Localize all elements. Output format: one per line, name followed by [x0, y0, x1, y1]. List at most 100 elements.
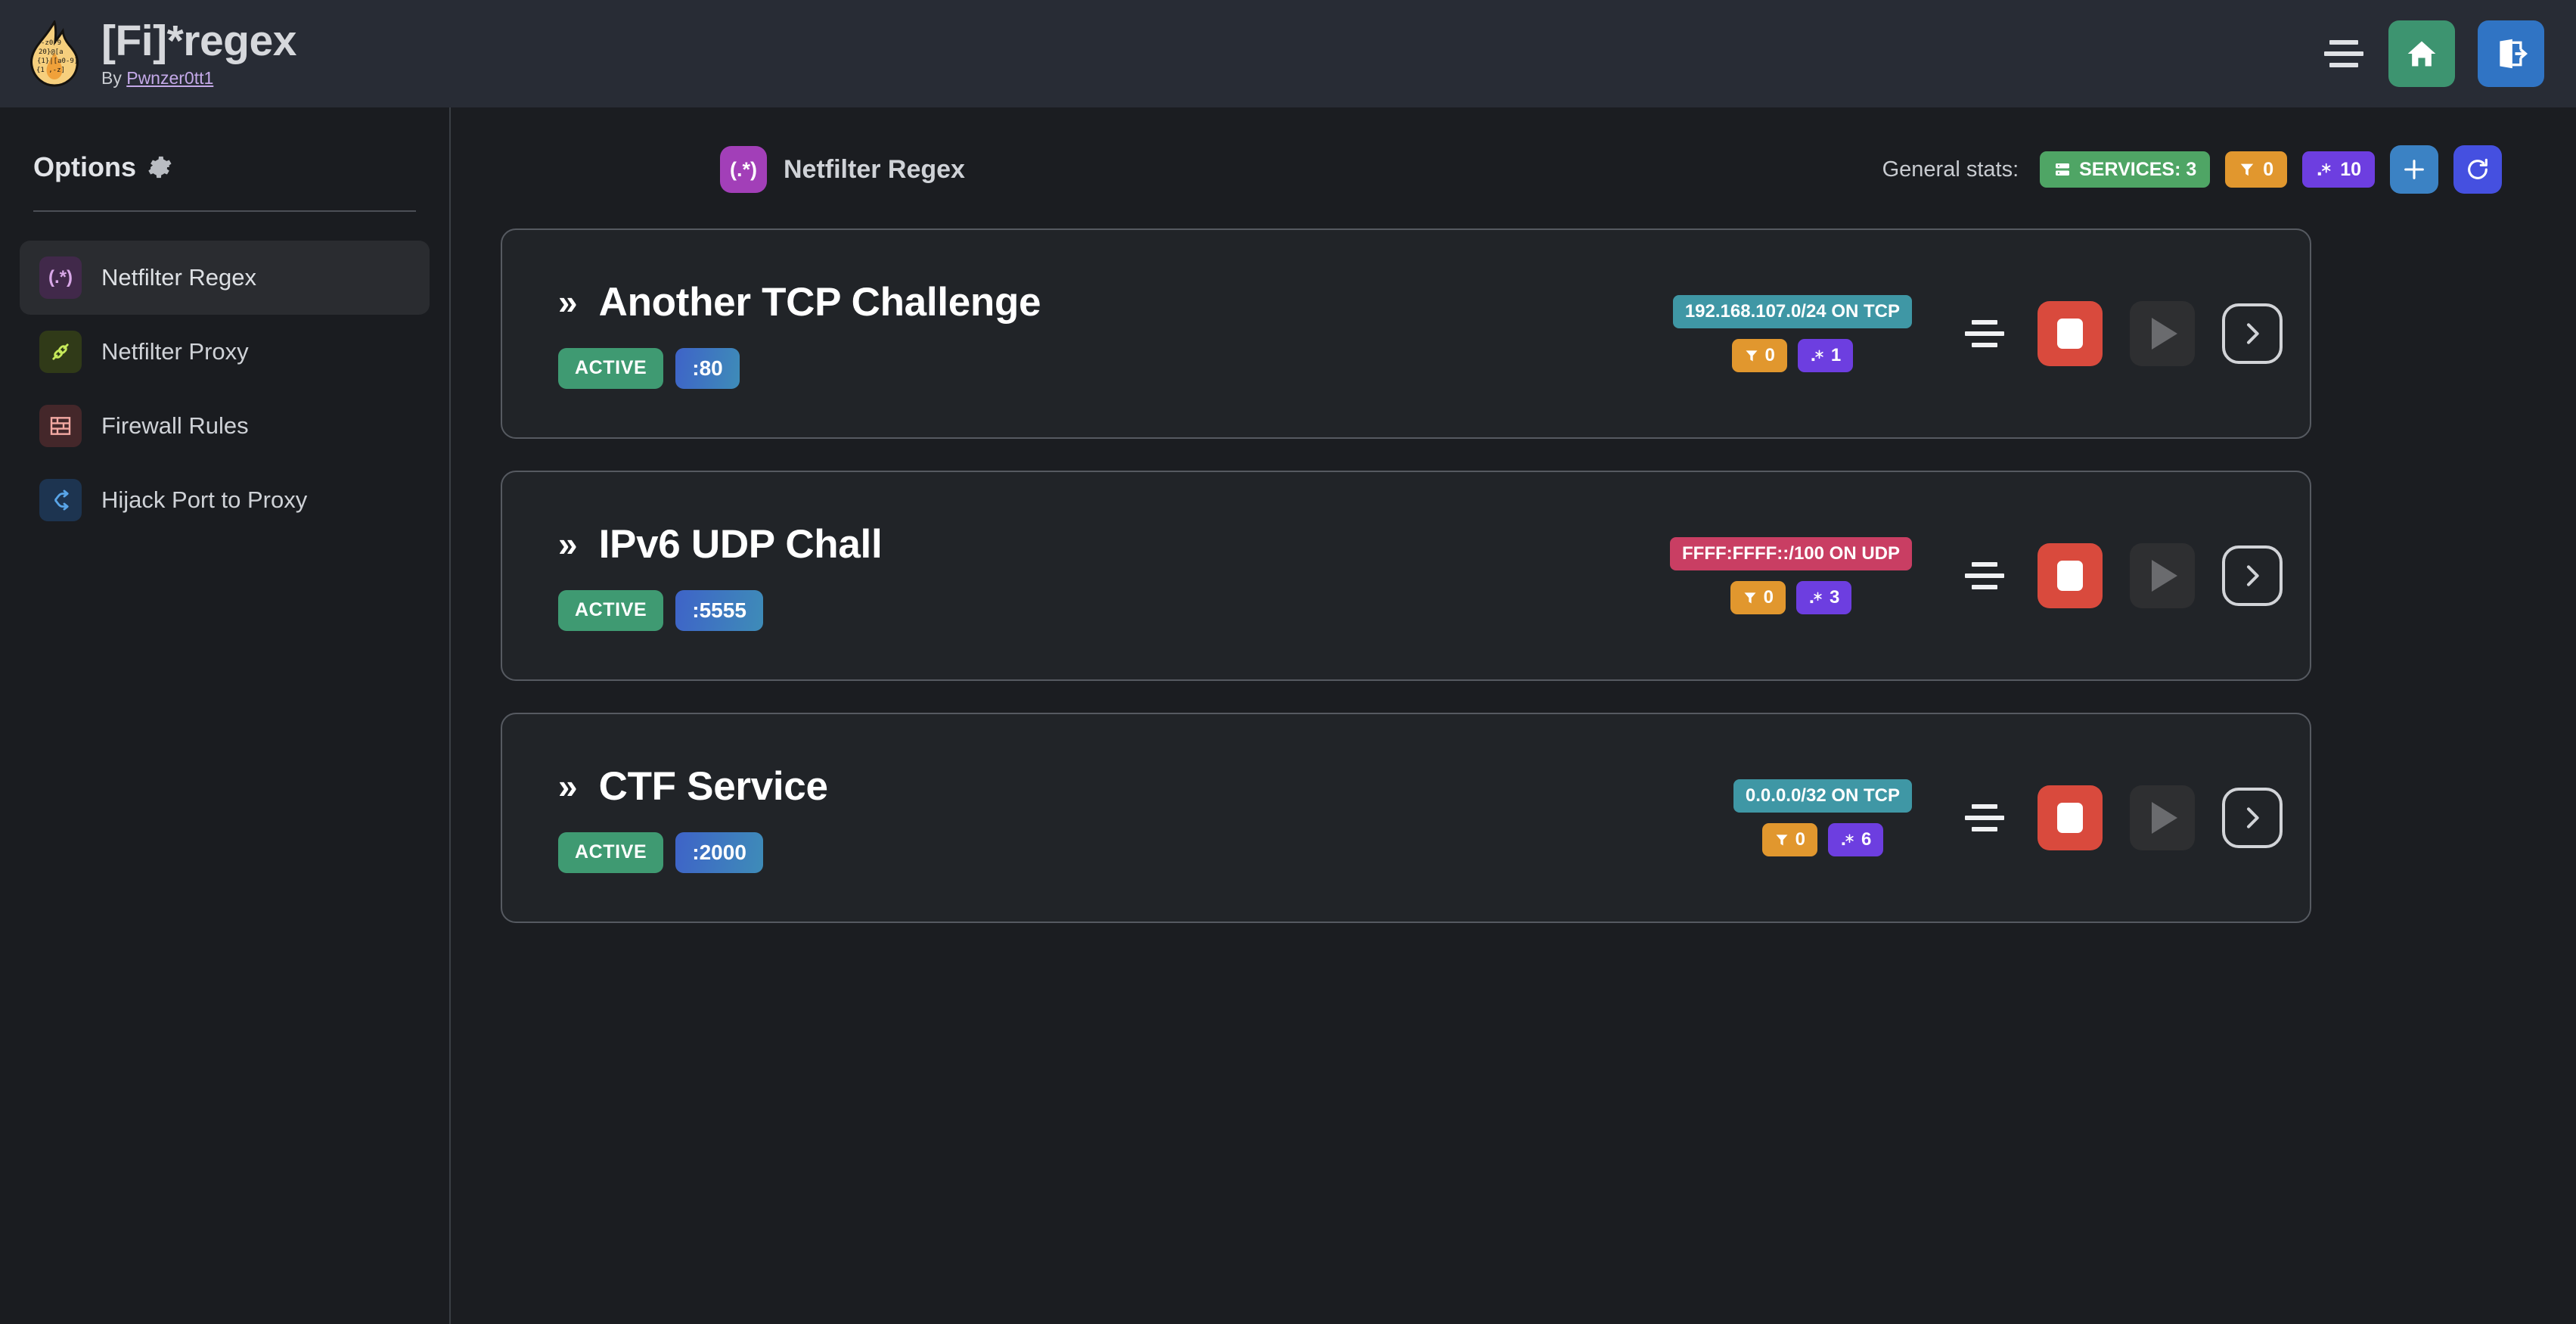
network-badge: 192.168.107.0/24 ON TCP: [1672, 295, 1912, 328]
play-icon: [2152, 318, 2177, 350]
service-controls: 192.168.107.0/24 ON TCP 0 1: [1672, 295, 2283, 372]
service-list: » Another TCP Challenge ACTIVE :80 192.1…: [501, 228, 2528, 923]
app-header: -z0-9 20}@[a {1}|[a0-9] {1 ,-z] [Fi]*reg…: [0, 0, 2576, 107]
sidebar-item-label: Firewall Rules: [101, 412, 249, 439]
header-actions: [2322, 20, 2576, 87]
stop-button[interactable]: [2038, 543, 2103, 608]
refresh-button[interactable]: [2453, 145, 2502, 194]
page-title: Netfilter Regex: [784, 154, 965, 184]
gear-icon: [148, 156, 172, 179]
play-icon: [2152, 560, 2177, 592]
counters: 0 1: [1731, 339, 1854, 372]
main-content: (.*) Netfilter Regex General stats: SERV…: [452, 107, 2576, 1324]
plus-icon: [2404, 160, 2424, 179]
general-stats-label: General stats:: [1882, 157, 2019, 182]
flame-logo-icon: -z0-9 20}@[a {1}|[a0-9] {1 ,-z]: [30, 20, 79, 87]
regex-count-badge: 3: [1796, 581, 1852, 614]
service-title-row: » IPv6 UDP Chall: [558, 521, 883, 567]
service-badges: ACTIVE :2000: [558, 831, 828, 873]
play-button[interactable]: [2130, 301, 2195, 366]
service-card[interactable]: » Another TCP Challenge ACTIVE :80 192.1…: [501, 228, 2311, 439]
service-controls: FFFF:FFFF::/100 ON UDP 0 3: [1670, 537, 2283, 614]
open-service-button[interactable]: [2222, 303, 2283, 364]
status-badge-services: SERVICES: 3: [2040, 151, 2211, 188]
counters: 0 3: [1730, 581, 1852, 614]
services-count-label: SERVICES: 3: [2079, 158, 2197, 180]
regex-count: 10: [2340, 158, 2361, 180]
stop-button[interactable]: [2038, 785, 2103, 850]
network-info: FFFF:FFFF::/100 ON UDP 0 3: [1670, 537, 1912, 614]
svg-text:20}@[a: 20}@[a: [39, 48, 64, 56]
funnel-icon: [1744, 592, 1756, 604]
filter-count: 0: [1763, 587, 1774, 608]
play-button[interactable]: [2130, 543, 2195, 608]
chevron-right-icon: [2247, 565, 2259, 586]
drag-handle-icon[interactable]: [1959, 308, 2010, 359]
filter-count-badge: 0: [1730, 581, 1786, 614]
chevron-right-icon: [2247, 323, 2259, 344]
stop-icon: [2057, 561, 2083, 591]
open-service-button[interactable]: [2222, 545, 2283, 606]
network-info: 0.0.0.0/32 ON TCP 0 6: [1733, 779, 1912, 856]
filter-count-badge: 0: [1731, 339, 1787, 372]
sidebar-menu: (.*) Netfilter Regex Netfilter Proxy Fir…: [0, 212, 449, 537]
drag-handle-icon[interactable]: [1959, 550, 2010, 601]
regex-dot-star-icon: [1842, 834, 1854, 846]
open-service-button[interactable]: [2222, 788, 2283, 848]
double-chevron-icon: »: [558, 282, 578, 322]
logout-icon: [2500, 39, 2528, 69]
double-chevron-icon: »: [558, 524, 578, 564]
sidebar: Options (.*) Netfilter Regex Netfilter P…: [0, 107, 451, 1324]
app-title: [Fi]*regex: [101, 17, 296, 66]
status-badge: ACTIVE: [558, 831, 664, 873]
drag-handle-icon[interactable]: [1959, 792, 2010, 844]
add-service-button[interactable]: [2390, 145, 2438, 194]
network-badge: 0.0.0.0/32 ON TCP: [1733, 779, 1912, 813]
service-badges: ACTIVE :80: [558, 347, 1041, 389]
sidebar-item-netfilter-regex[interactable]: (.*) Netfilter Regex: [20, 241, 430, 315]
svg-text:-z0-9: -z0-9: [41, 39, 61, 47]
sidebar-item-label: Netfilter Regex: [101, 264, 257, 291]
service-card[interactable]: » CTF Service ACTIVE :2000 0.0.0.0/32 ON…: [501, 713, 2311, 923]
service-card[interactable]: » IPv6 UDP Chall ACTIVE :5555 FFFF:FFFF:…: [501, 471, 2311, 681]
app-author-line: By Pwnzer0tt1: [101, 68, 296, 89]
regex-count: 3: [1830, 587, 1840, 608]
port-badge: :5555: [675, 589, 763, 631]
service-title-row: » CTF Service: [558, 763, 828, 810]
regex-icon: (.*): [720, 146, 767, 193]
logout-button[interactable]: [2478, 20, 2544, 87]
sidebar-item-label: Hijack Port to Proxy: [101, 486, 308, 513]
by-prefix: By: [101, 67, 127, 88]
regex-dot-star-icon: [1811, 350, 1823, 362]
port-badge: :80: [675, 347, 740, 389]
hamburger-icon[interactable]: [2322, 32, 2366, 76]
play-icon: [2152, 802, 2177, 834]
regex-icon: (.*): [39, 256, 82, 299]
service-badges: ACTIVE :5555: [558, 589, 882, 631]
sidebar-title-label: Options: [33, 151, 136, 182]
svg-text:{1 ,-z]: {1 ,-z]: [36, 67, 65, 74]
sidebar-divider: [33, 210, 416, 212]
stop-icon: [2057, 803, 2083, 833]
sidebar-item-netfilter-proxy[interactable]: Netfilter Proxy: [20, 315, 430, 389]
service-name: CTF Service: [598, 763, 828, 809]
double-chevron-icon: »: [558, 766, 578, 806]
sidebar-item-hijack-port-to-proxy[interactable]: Hijack Port to Proxy: [20, 463, 430, 537]
regex-count-badge: 1: [1797, 339, 1854, 372]
stop-icon: [2057, 319, 2083, 349]
filter-count: 0: [1764, 345, 1775, 365]
home-button[interactable]: [2388, 20, 2455, 87]
sidebar-item-firewall-rules[interactable]: Firewall Rules: [20, 389, 430, 463]
counters: 0 6: [1761, 823, 1884, 856]
author-link[interactable]: Pwnzer0tt1: [126, 67, 214, 88]
play-button[interactable]: [2130, 785, 2195, 850]
service-name: IPv6 UDP Chall: [598, 521, 883, 567]
server-icon: [2056, 163, 2070, 176]
sidebar-title: Options: [0, 135, 449, 183]
chevron-right-icon: [2247, 807, 2259, 828]
status-badge-regexes: 10: [2302, 151, 2375, 188]
funnel-icon: [1746, 350, 1758, 362]
home-icon: [2407, 41, 2436, 67]
refresh-icon: [2468, 158, 2488, 179]
stop-button[interactable]: [2038, 301, 2103, 366]
